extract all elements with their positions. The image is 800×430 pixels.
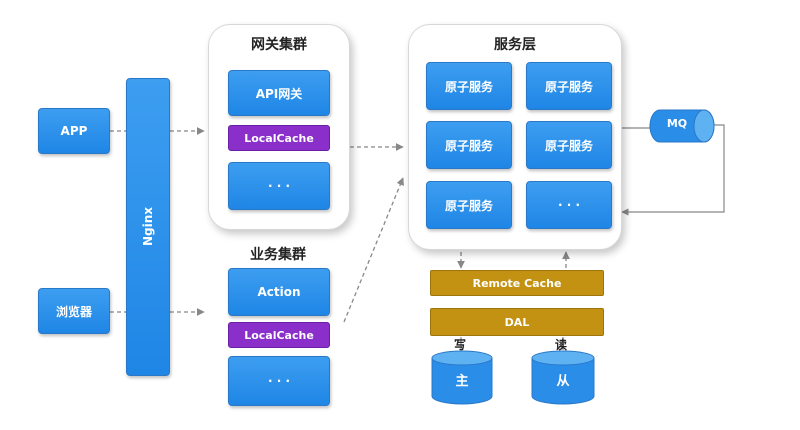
business-cluster-title: 业务集群 xyxy=(250,247,306,263)
action-box: Action xyxy=(228,268,330,316)
api-gateway-box: API网关 xyxy=(228,70,330,116)
business-more-box: · · · xyxy=(228,356,330,406)
gateway-more-box: · · · xyxy=(228,162,330,210)
mq-to-service-line xyxy=(621,124,725,216)
nginx-box: Nginx xyxy=(126,78,170,376)
write-label: 写 xyxy=(454,338,467,352)
atomic-service-box: 原子服务 xyxy=(426,62,512,110)
dal-bar: DAL xyxy=(430,308,604,336)
gateway-cluster-title: 网关集群 xyxy=(251,37,307,53)
master-db-cylinder xyxy=(431,350,493,405)
service-more-box: · · · xyxy=(526,181,612,229)
business-to-service-arrow xyxy=(343,177,404,323)
mq-cylinder xyxy=(649,109,715,143)
atomic-service-box: 原子服务 xyxy=(426,181,512,229)
atomic-service-box: 原子服务 xyxy=(526,121,612,169)
master-db-label: 主 xyxy=(455,374,469,389)
slave-db-cylinder xyxy=(531,350,595,405)
atomic-service-box: 原子服务 xyxy=(526,62,612,110)
browser-box: 浏览器 xyxy=(38,288,110,334)
service-layer-title: 服务层 xyxy=(494,37,536,53)
mq-label: MQ xyxy=(666,117,688,130)
read-label: 读 xyxy=(555,338,568,352)
nginx-label: Nginx xyxy=(141,207,155,247)
slave-db-label: 从 xyxy=(556,374,570,389)
atomic-service-box: 原子服务 xyxy=(426,121,512,169)
remote-cache-bar: Remote Cache xyxy=(430,270,604,296)
gateway-localcache-box: LocalCache xyxy=(228,125,330,151)
app-box: APP xyxy=(38,108,110,154)
business-localcache-box: LocalCache xyxy=(228,322,330,348)
